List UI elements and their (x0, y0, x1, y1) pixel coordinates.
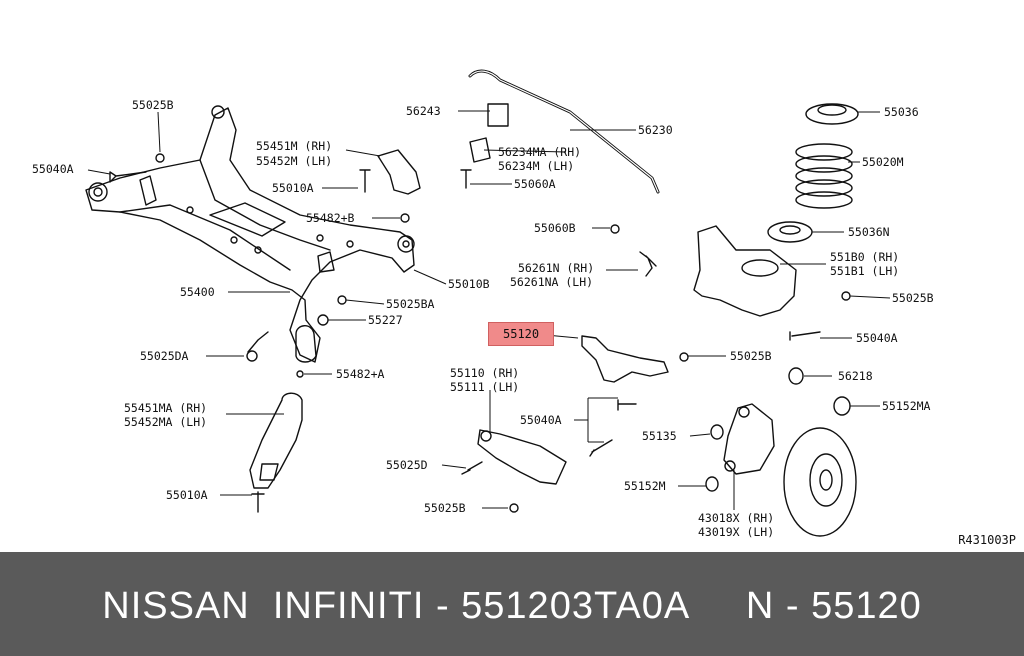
part-label-55025b-lower: 55025B (424, 501, 466, 515)
part-label-56234m: 56234M (LH) (498, 159, 575, 173)
part-label-55025b-arm: 55025B (730, 349, 772, 363)
part-label-55025ba: 55025BA (386, 297, 435, 311)
part-label-55400: 55400 (180, 285, 215, 299)
part-label-56261n: 56261N (RH) (518, 261, 595, 275)
spring-arm-drawing (693, 225, 797, 317)
subframe-drawing (85, 105, 415, 363)
part-label-55110: 55110 (RH) (450, 366, 520, 380)
part-label-55036n: 55036N (848, 225, 890, 239)
part-label-56230: 56230 (638, 123, 673, 137)
part-label-55482a: 55482+A (336, 367, 385, 381)
part-label-55025b: 55025B (132, 98, 174, 112)
part-label-55152ma: 55152MA (882, 399, 931, 413)
part-label-55452ma: 55452MA (LH) (124, 415, 208, 429)
knuckle-drawing (723, 403, 775, 475)
parts-diagram: 55025B 55040A 55451M (RH) 55452M (LH) 55… (32, 69, 1016, 547)
part-label-43018x: 43018X (RH) (698, 511, 775, 525)
bolt-drawing (109, 171, 147, 183)
part-label-55040a: 55040A (32, 162, 74, 176)
part-label-55025b-right: 55025B (892, 291, 934, 305)
diagram-reference-code: R431003P (958, 533, 1016, 547)
part-label-55060a: 55060A (514, 177, 556, 191)
lower-arm-drawing (477, 429, 567, 485)
part-label-55452m: 55452M (LH) (256, 154, 333, 168)
part-label-55010a: 55010A (272, 181, 314, 195)
part-label-55451m: 55451M (RH) (256, 139, 333, 153)
part-label-56234ma: 56234MA (RH) (498, 145, 582, 159)
part-label-55111: 55111 (LH) (450, 380, 520, 394)
part-label-55025da: 55025DA (140, 349, 189, 363)
upper-arm-drawing (581, 335, 669, 383)
part-label-55025d: 55025D (386, 458, 428, 472)
part-label-55040a-arm: 55040A (520, 413, 562, 427)
part-label-55482b: 55482+B (306, 211, 355, 225)
part-label-56261na: 56261NA (LH) (510, 275, 594, 289)
bracket-drawing (377, 149, 421, 195)
part-label-55120-highlighted[interactable]: 55120 (488, 322, 555, 346)
part-label-55010b: 55010B (448, 277, 490, 291)
stabilizer-bar-drawing (468, 69, 660, 194)
part-label-55036: 55036 (884, 105, 919, 119)
part-label-551b1: 551B1 (LH) (830, 264, 900, 278)
part-label-43019x: 43019X (LH) (698, 525, 775, 539)
part-label-55152m: 55152M (624, 479, 666, 493)
part-label-55135: 55135 (642, 429, 677, 443)
part-label-55227: 55227 (368, 313, 403, 327)
part-label-55451ma: 55451MA (RH) (124, 401, 208, 415)
part-label-55020m: 55020M (862, 155, 904, 169)
part-label-551b0: 551B0 (RH) (830, 250, 900, 264)
diagram-drawing (85, 69, 891, 537)
brake-rotor-drawing (783, 427, 857, 537)
part-number-caption: NISSAN INFINITI - 551203TA0A N - 55120 (102, 585, 922, 627)
coil-spring-drawing (767, 103, 859, 243)
footer-bar: NISSAN INFINITI - 551203TA0A N - 55120 (0, 552, 1024, 656)
part-label-55040a-right: 55040A (856, 331, 898, 345)
part-label-55060b: 55060B (534, 221, 576, 235)
part-label-56218: 56218 (838, 369, 873, 383)
stabilizer-link-drawing (639, 251, 657, 277)
part-label-56243: 56243 (406, 104, 441, 118)
part-label-55010a-lower: 55010A (166, 488, 208, 502)
